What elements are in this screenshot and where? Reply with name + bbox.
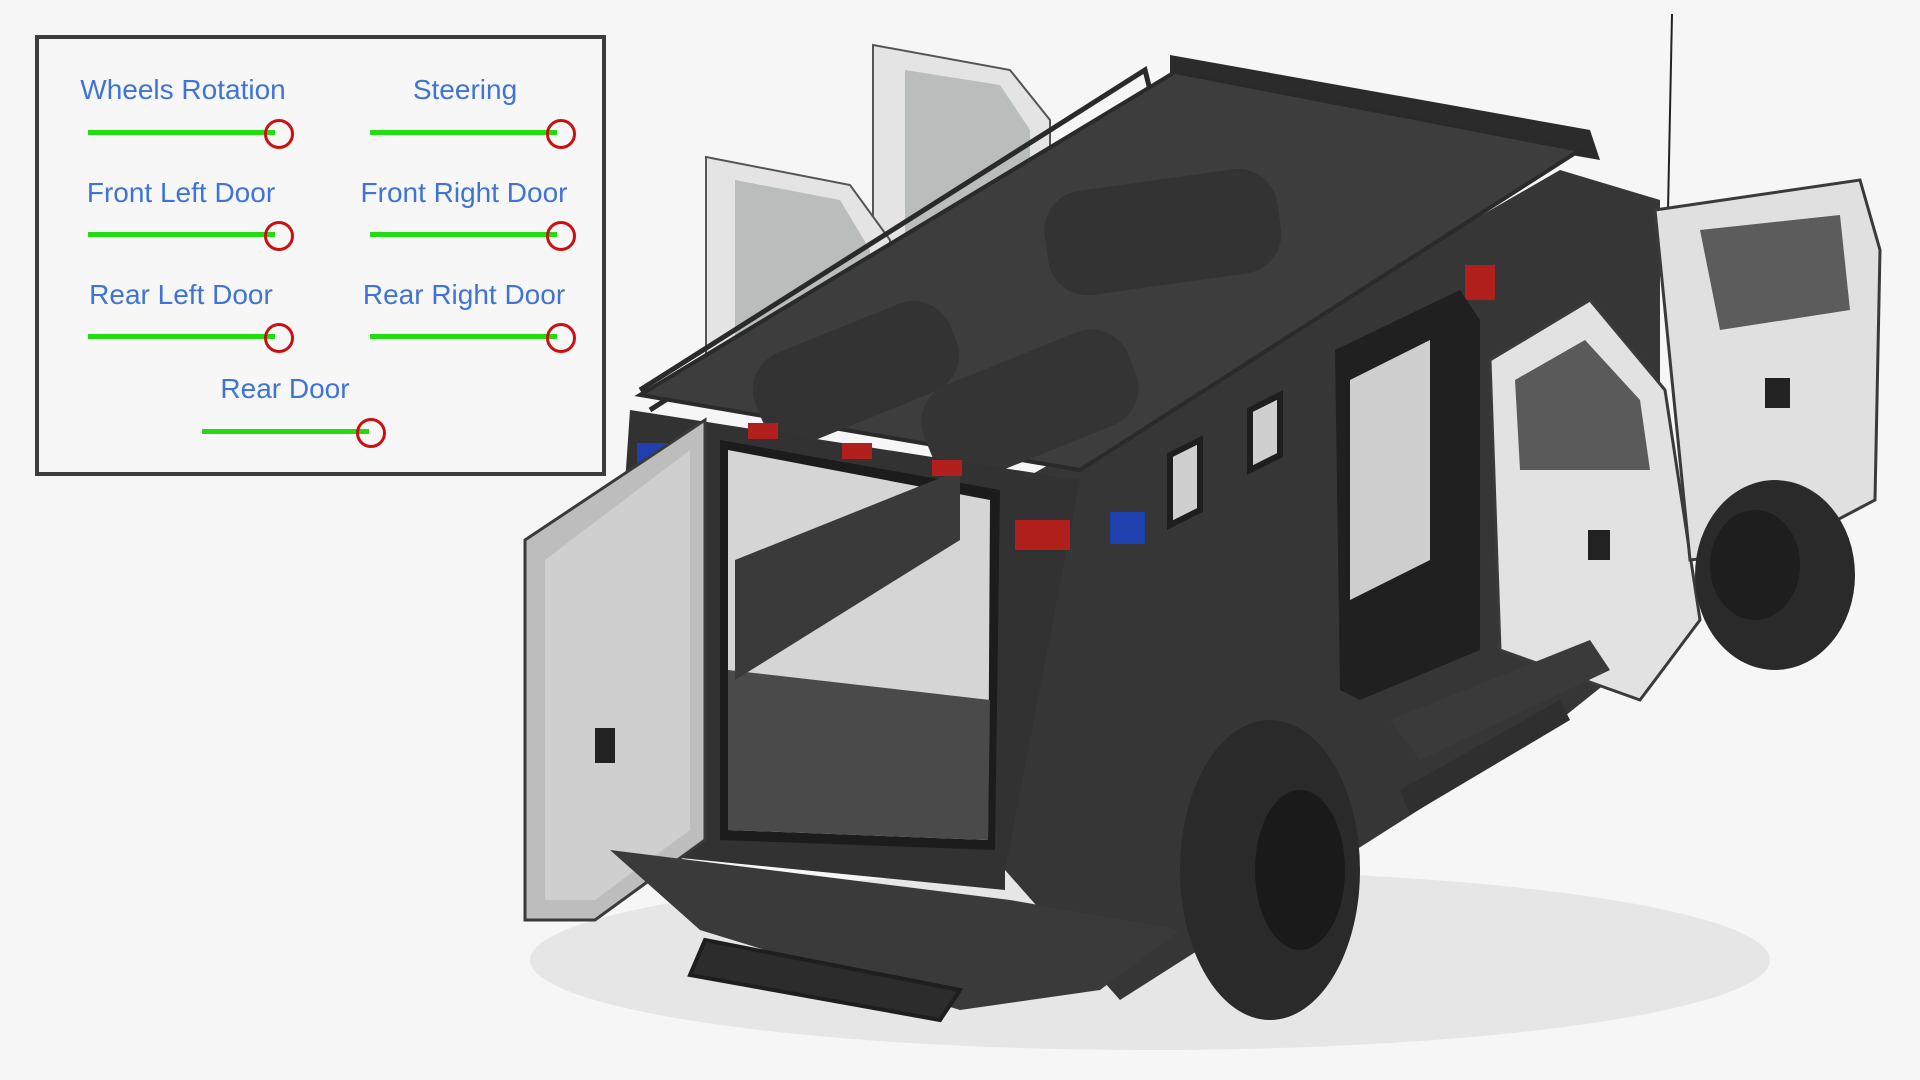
wheels-rotation-slider-knob[interactable] [264, 119, 294, 149]
front-right-door-slider-knob[interactable] [546, 221, 576, 251]
front-left-door-slider-track[interactable] [88, 232, 275, 237]
rear-left-door-slider-knob[interactable] [264, 323, 294, 353]
side-light [1465, 265, 1495, 300]
front-left-door-label: Front Left Door [86, 177, 276, 208]
rear-light [932, 460, 962, 476]
steering-slider-track[interactable] [370, 130, 557, 135]
side-window [1167, 435, 1203, 530]
steering-slider-knob[interactable] [546, 119, 576, 149]
rear-door-slider-knob[interactable] [356, 418, 386, 448]
rear-bumper-step [610, 850, 1180, 1010]
steering-label: Steering [412, 74, 518, 105]
rear-door-slider-track[interactable] [202, 429, 369, 434]
wheels-rotation-label: Wheels Rotation [80, 74, 286, 105]
side-step [1390, 640, 1610, 760]
rear-light [842, 443, 872, 459]
bench [735, 470, 960, 680]
side-window [1247, 390, 1283, 475]
roof-hatch [921, 329, 1139, 481]
rear-left-door-label: Rear Left Door [89, 279, 273, 310]
rear-left-door-slider-track[interactable] [88, 334, 275, 339]
rear-floor [728, 670, 990, 840]
rear-door-label: Rear Door [220, 373, 350, 404]
side-ladder [1400, 700, 1570, 815]
roof-hatch [752, 301, 960, 444]
rear-right-door-slider-track[interactable] [370, 334, 557, 339]
blue-light [1110, 512, 1145, 544]
rear-right-door-label: Rear Right Door [362, 279, 566, 310]
rear-ladder [687, 937, 964, 1023]
rear-right-door-slider-knob[interactable] [546, 323, 576, 353]
door-handle [595, 728, 615, 763]
rear-light [1015, 520, 1070, 550]
rear-light [748, 423, 778, 439]
front-left-door-slider-knob[interactable] [264, 221, 294, 251]
front-right-door-label: Front Right Door [360, 177, 568, 208]
control-panel: Wheels Rotation Steering Front Left Door… [35, 35, 606, 476]
antenna [1667, 13, 1673, 211]
wheels-rotation-slider-track[interactable] [88, 130, 275, 135]
front-right-door-slider-track[interactable] [370, 232, 557, 237]
roof-hatch [1044, 168, 1282, 296]
